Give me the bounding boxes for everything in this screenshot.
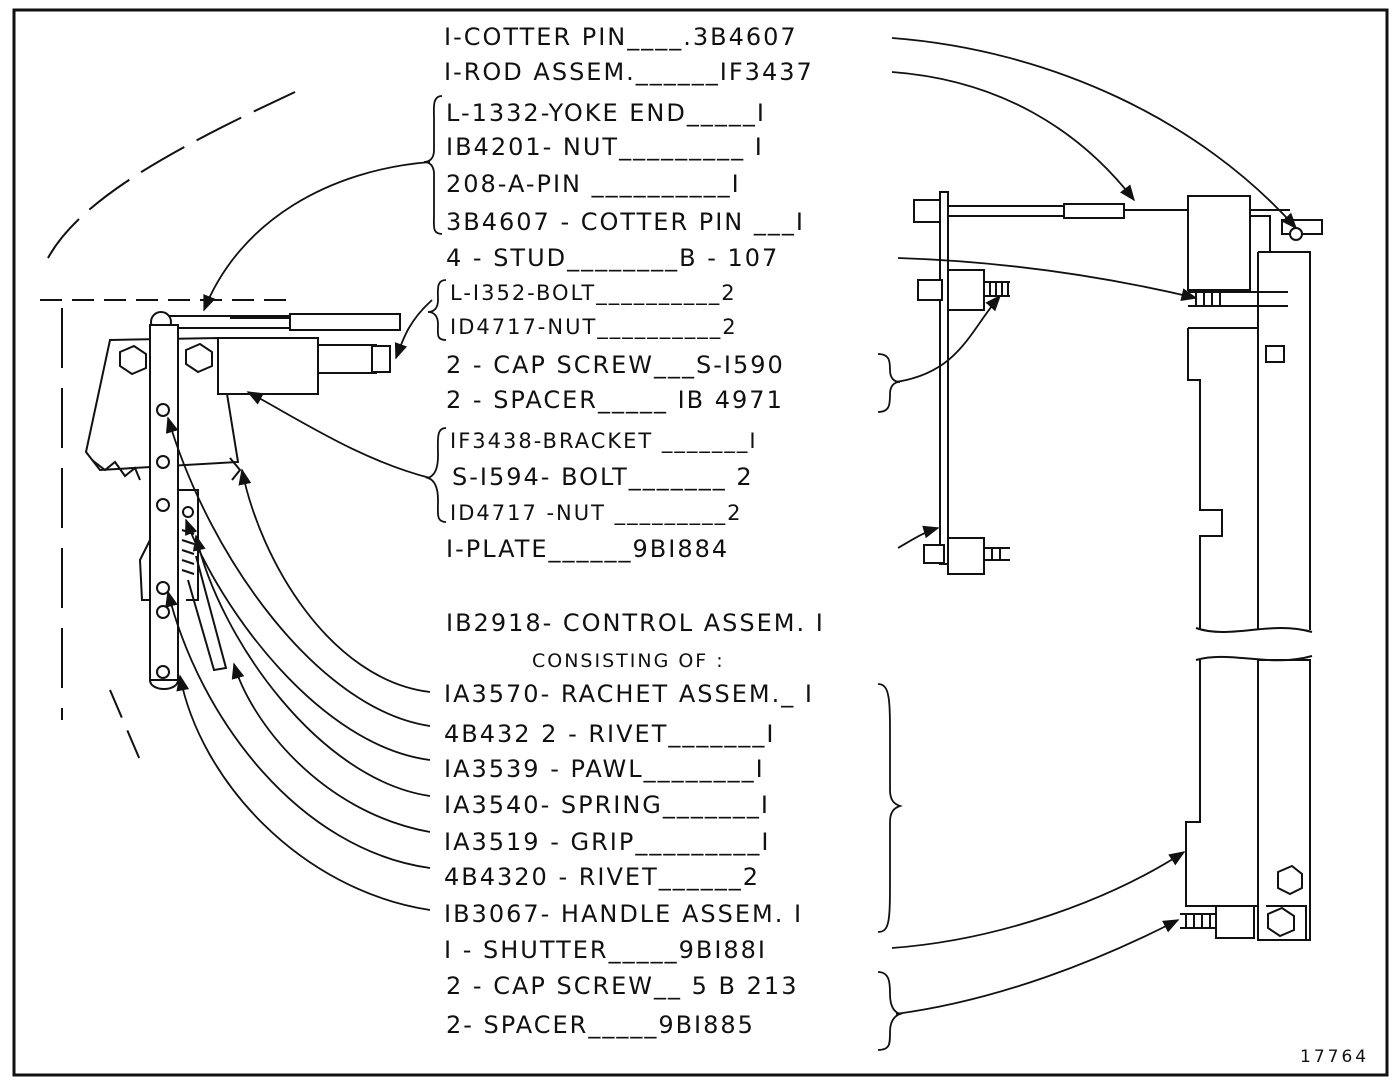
plate-label: I-PLATE______9BI884 xyxy=(446,535,729,563)
group-braces xyxy=(423,95,903,1051)
bottom-group-spacer: 2- SPACER_____9BI885 xyxy=(446,1011,755,1039)
bracket-group-bolt: S-I594- BOLT_______ 2 xyxy=(452,463,754,491)
control-part-rivet-4b4320: 4B4320 - RIVET______2 xyxy=(444,863,760,891)
bracket-group-bracket: IF3438-BRACKET _______I xyxy=(450,429,758,454)
bolt-group-bolt: L-I352-BOLT__________2 xyxy=(450,281,737,306)
shutter-label: I - SHUTTER_____9BI88I xyxy=(444,936,767,964)
control-part-handle-assembly: IB3067- HANDLE ASSEM. I xyxy=(444,900,803,928)
bracket-group-nut: ID4717 -NUT _________2 xyxy=(450,501,743,526)
yoke-group-cotter-pin: 3B4607 - COTTER PIN ___I xyxy=(446,208,805,236)
figure-frame xyxy=(12,8,1389,1077)
control-assembly-title: IB2918- CONTROL ASSEM. I xyxy=(446,609,825,637)
control-part-grip: IA3519 - GRIP_________I xyxy=(444,828,770,856)
yoke-group-yoke-end: L-1332-YOKE END_____I xyxy=(446,99,766,127)
figure-number: 17764 xyxy=(1300,1047,1369,1067)
top-part-rod-assembly: I-ROD ASSEM.______IF3437 xyxy=(444,58,814,86)
bottom-group-cap-screw: 2 - CAP SCREW__ 5 B 213 xyxy=(446,972,798,1000)
top-part-cotter-pin: I-COTTER PIN____.3B4607 xyxy=(444,23,798,51)
control-part-pawl: IA3539 - PAWL________I xyxy=(444,755,765,783)
consisting-of-label: CONSISTING OF : xyxy=(532,650,725,672)
yoke-group-pin: 208-A-PIN __________I xyxy=(446,170,741,198)
bolt-group-nut: ID4717-NUT__________2 xyxy=(450,315,738,340)
control-part-rachet-assembly: IA3570- RACHET ASSEM._ I xyxy=(444,680,814,708)
stud-label: 4 - STUD________B - 107 xyxy=(446,244,779,272)
control-part-rivet-4b4322: 4B432 2 - RIVET_______I xyxy=(444,720,775,748)
cap-group-spacer: 2 - SPACER_____ IB 4971 xyxy=(446,386,784,414)
yoke-group-nut: IB4201- NUT_________ I xyxy=(446,133,764,161)
control-assembly-drawing xyxy=(40,91,401,761)
control-part-spring: IA3540- SPRING_______I xyxy=(444,791,770,819)
side-elevation-drawing xyxy=(913,191,1323,941)
cap-group-cap-screw: 2 - CAP SCREW___S-I590 xyxy=(446,351,785,379)
leader-lines xyxy=(165,37,1298,1015)
